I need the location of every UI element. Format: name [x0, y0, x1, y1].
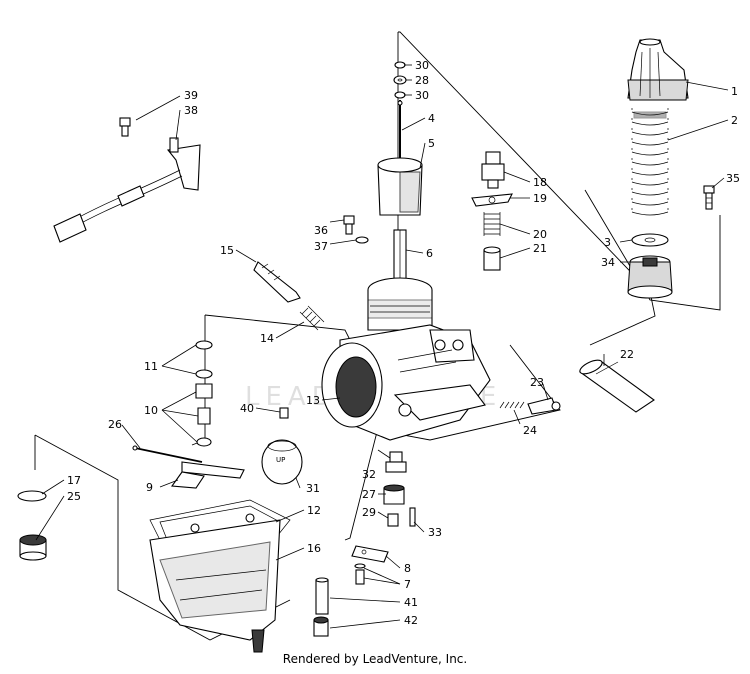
label-part-32: 32: [362, 468, 376, 481]
part-36-screw: [343, 215, 355, 235]
label-part-16: 16: [307, 542, 321, 555]
label-part-25: 25: [67, 490, 81, 503]
part-19-gasket: [471, 193, 513, 207]
leader-lines: [35, 64, 729, 629]
label-part-40: 40: [240, 402, 254, 415]
label-part-42: 42: [404, 614, 418, 627]
label-part-6: 6: [426, 247, 433, 260]
label-part-27: 27: [362, 488, 376, 501]
label-part-5: 5: [428, 137, 435, 150]
label-part-19: 19: [533, 192, 547, 205]
part-8-bracket: [351, 545, 389, 563]
part-11-washers: [195, 340, 213, 379]
part-32-jet: [385, 451, 407, 473]
label-part-35: 35: [726, 172, 740, 185]
part-27-holder: [383, 484, 405, 505]
label-part-31: 31: [306, 482, 320, 495]
part-18-fitting: [481, 151, 505, 189]
part-17-o-ring: [17, 490, 47, 502]
part-4-jet-needle: [397, 100, 403, 165]
part-16-float-bowl: [149, 513, 281, 653]
label-part-30-top: 30: [415, 59, 429, 72]
label-part-1: 1: [731, 85, 738, 98]
part-10-jets: [195, 383, 213, 447]
label-part-38: 38: [184, 104, 198, 117]
credit-caption: Rendered by LeadVenture, Inc.: [282, 652, 468, 666]
part-31-float: UP: [261, 439, 303, 485]
part-22-tube: [578, 359, 655, 413]
label-part-7: 7: [404, 578, 411, 591]
part-28-washer: [393, 75, 407, 85]
label-part-11: 11: [144, 360, 158, 373]
part-7-screws: [354, 563, 366, 585]
label-part-24: 24: [523, 424, 537, 437]
part-9-float-arm: [170, 461, 245, 489]
part-39-bolt: [119, 117, 131, 137]
label-part-20: 20: [533, 228, 547, 241]
label-part-30-bottom: 30: [415, 89, 429, 102]
label-part-22: 22: [620, 348, 634, 361]
label-part-29: 29: [362, 506, 376, 519]
part-26-pin: [132, 445, 203, 463]
label-part-33: 33: [428, 526, 442, 539]
part-1-top-cap: [627, 38, 689, 101]
part-number-labels: 1 2 3 4 5 6 7 8 9 10 11 12 13 14 15 16 1…: [67, 59, 740, 627]
label-part-36: 36: [314, 224, 328, 237]
label-part-17: 17: [67, 474, 81, 487]
part-33-jet: [409, 507, 416, 527]
label-part-4: 4: [428, 112, 435, 125]
label-part-28: 28: [415, 74, 429, 87]
part-23-air-screw: [527, 397, 561, 415]
label-part-9: 9: [146, 481, 153, 494]
label-part-26: 26: [108, 418, 122, 431]
part-29-jet: [387, 513, 399, 527]
part-30-clip-top: [394, 61, 406, 69]
label-part-39: 39: [184, 89, 198, 102]
part-20-spring: [483, 212, 501, 236]
part-42-plug: [313, 616, 329, 637]
label-part-21: 21: [533, 242, 547, 255]
label-part-10: 10: [144, 404, 158, 417]
label-part-8: 8: [404, 562, 411, 575]
part-5-needle-sleeve: [377, 157, 423, 216]
part-37-washer: [355, 236, 369, 244]
part-24-spring: [499, 401, 525, 409]
part-30-clip-bottom: [394, 91, 406, 99]
label-part-2: 2: [731, 114, 738, 127]
label-part-15: 15: [220, 244, 234, 257]
part-15-adjust-screw: [253, 261, 301, 303]
label-part-14: 14: [260, 332, 274, 345]
part-41-sleeve: [315, 577, 329, 615]
part-34-throttle-slide: [627, 255, 673, 299]
label-part-18: 18: [533, 176, 547, 189]
part-21-plunger: [483, 246, 501, 271]
label-part-12: 12: [307, 504, 321, 517]
part-13-carburetor-body: [321, 277, 491, 441]
part-35-screw: [703, 185, 715, 210]
part-2-spring: [631, 108, 669, 218]
part-40-cap: [279, 407, 289, 419]
label-part-41: 41: [404, 596, 418, 609]
label-part-13: 13: [306, 394, 320, 407]
part-14-spring: [299, 305, 325, 331]
label-part-34: 34: [601, 256, 615, 269]
float-up-marking: UP: [276, 456, 285, 464]
part-25-drain-plug: [19, 534, 47, 561]
label-part-3: 3: [604, 236, 611, 249]
part-38-sensor-bracket: [53, 137, 201, 243]
label-part-37: 37: [314, 240, 328, 253]
label-part-23: 23: [530, 376, 544, 389]
part-3-retainer-washer: [631, 233, 669, 247]
